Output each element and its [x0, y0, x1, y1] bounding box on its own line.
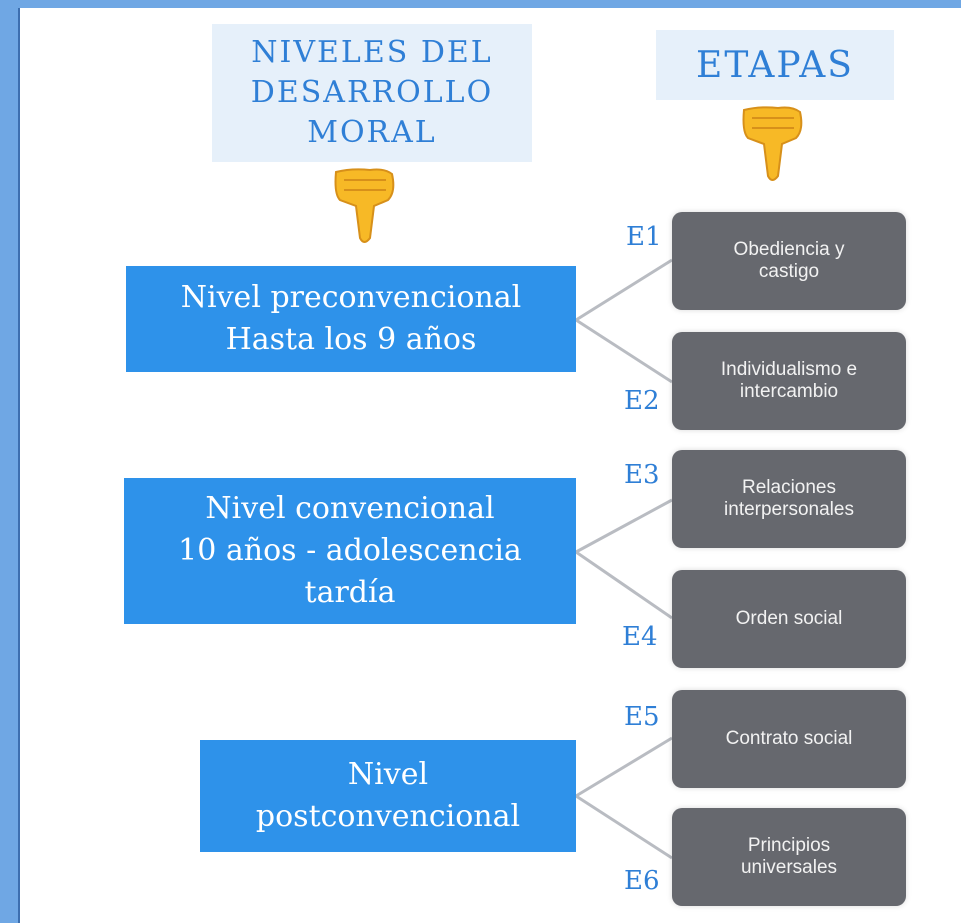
stage-code-e2: E2 [624, 386, 660, 416]
level-convencional: Nivel convencional 10 años - adolescenci… [124, 478, 576, 624]
stage-line: castigo [758, 261, 820, 282]
stage-box-e2: Individualismo e intercambio [672, 332, 906, 430]
etapas-header-text: ETAPAS [696, 44, 854, 86]
stage-line: Orden social [735, 608, 843, 629]
etapas-header: ETAPAS [656, 30, 894, 100]
niveles-header: NIVELES DEL DESARROLLO MORAL [212, 24, 532, 162]
stage-box-e4: Orden social [672, 570, 906, 668]
stage-line: Contrato social [725, 728, 853, 749]
stage-code-e6: E6 [624, 866, 660, 896]
stage-code-e3: E3 [624, 460, 660, 490]
frame-left-border [0, 0, 20, 923]
stage-box-e1: Obediencia y castigo [672, 212, 906, 310]
level-line: postconvencional [255, 799, 521, 834]
level-line: 10 años - adolescencia [178, 533, 522, 568]
pointing-down-hand-icon [742, 106, 803, 181]
stage-line: Principios [747, 835, 831, 856]
frame-top-border [0, 0, 961, 8]
stage-code-e1: E1 [626, 222, 662, 252]
stage-box-e3: Relaciones interpersonales [672, 450, 906, 548]
connector-l3-e6 [575, 794, 673, 860]
stage-line: interpersonales [724, 499, 854, 520]
level-postconvencional: Nivel postconvencional [200, 740, 576, 852]
stage-line: Relaciones [742, 477, 836, 498]
level-line: Nivel convencional [205, 491, 495, 526]
level-preconvencional: Nivel preconvencional Hasta los 9 años [126, 266, 576, 372]
stage-line: universales [740, 857, 838, 878]
level-line: Nivel [347, 757, 429, 792]
stage-box-e6: Principios universales [672, 808, 906, 906]
connector-l1-e1 [575, 258, 673, 322]
niveles-header-line-1: NIVELES DEL [251, 35, 493, 70]
connector-l2-e4 [575, 550, 673, 620]
level-line: tardía [304, 575, 396, 610]
connector-l3-e5 [575, 736, 673, 798]
niveles-header-line-2: DESARROLLO [250, 75, 494, 110]
stage-line: Individualismo e [720, 359, 858, 380]
stage-code-e5: E5 [624, 702, 660, 732]
frame-left-line [18, 8, 20, 923]
stage-box-e5: Contrato social [672, 690, 906, 788]
stage-line: intercambio [739, 381, 839, 402]
stage-code-e4: E4 [622, 622, 658, 652]
pointing-down-hand-icon [334, 168, 395, 243]
level-line: Hasta los 9 años [225, 322, 477, 357]
connector-l2-e3 [575, 498, 673, 554]
stage-line: Obediencia y [733, 239, 845, 260]
niveles-header-line-3: MORAL [307, 115, 437, 150]
level-line: Nivel preconvencional [180, 280, 522, 315]
connector-l1-e2 [575, 318, 673, 384]
